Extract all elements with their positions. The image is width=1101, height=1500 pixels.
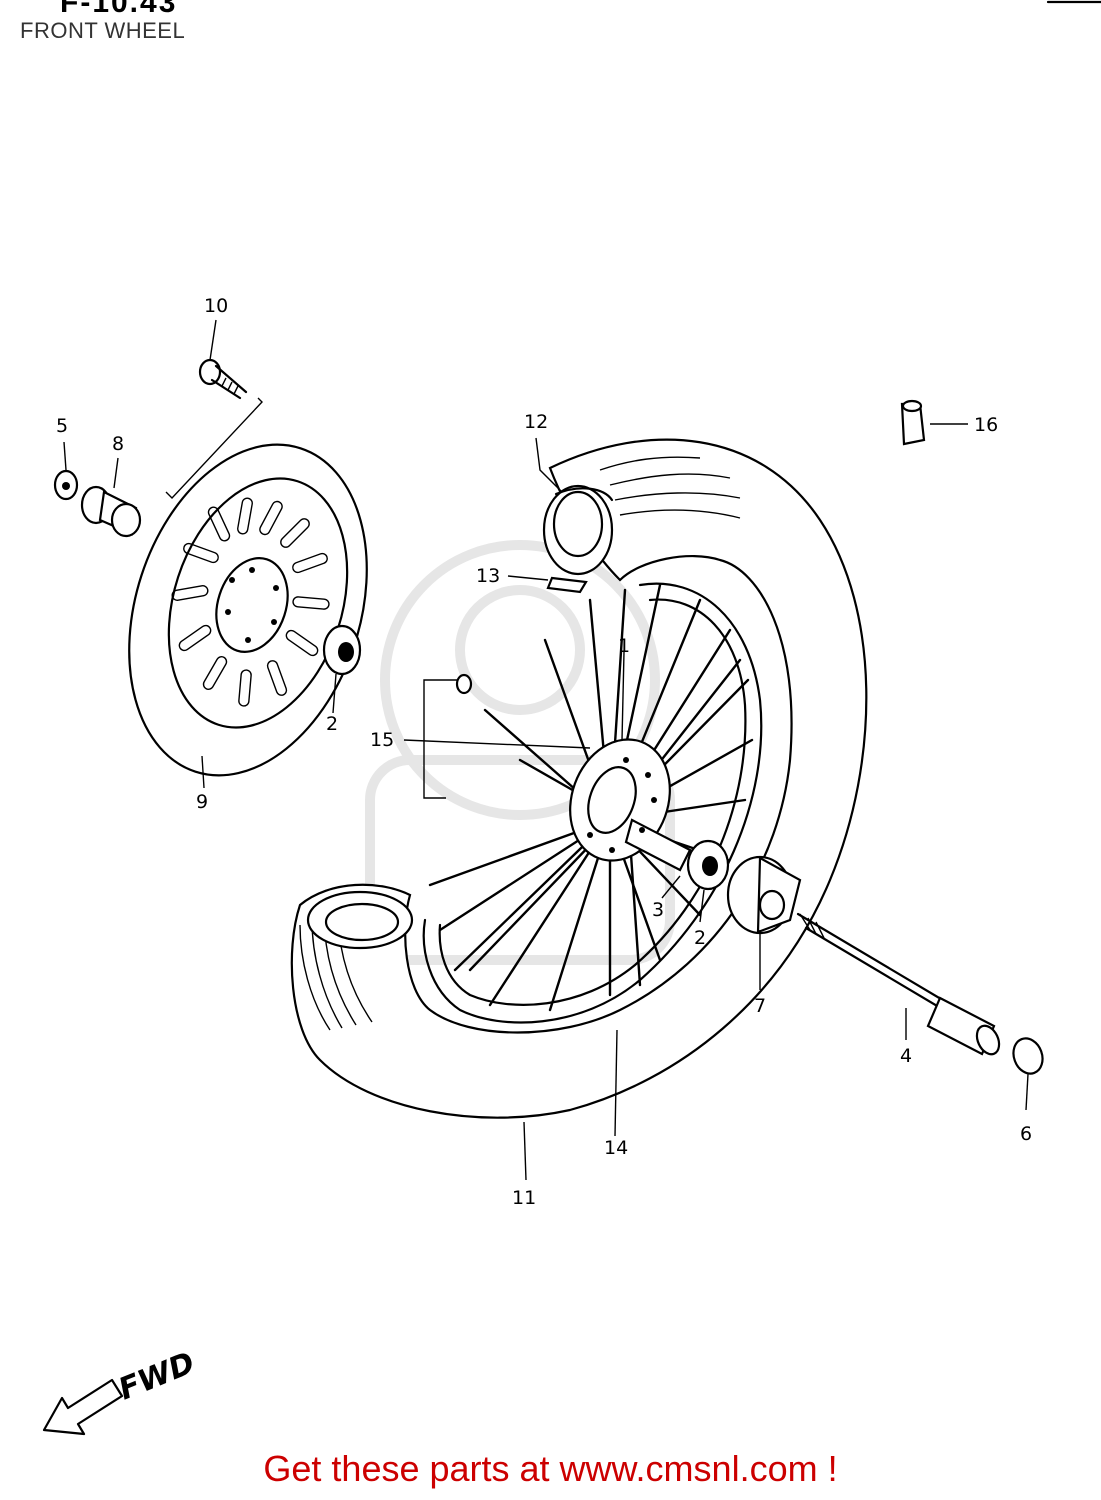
- wheel-hub[interactable]: [554, 725, 692, 874]
- weight-bracket: [423, 679, 458, 799]
- callout-13: 13: [476, 565, 500, 587]
- tire[interactable]: [290, 438, 868, 1119]
- leader-lines: [63, 319, 1029, 1181]
- spacer-part-8[interactable]: [80, 485, 142, 538]
- brake-disc[interactable]: [89, 414, 407, 807]
- callout-10: 10: [204, 295, 228, 317]
- callout-11: 11: [512, 1187, 536, 1209]
- valve-base[interactable]: [546, 576, 588, 594]
- callout-14: 14: [604, 1137, 628, 1159]
- callout-2-left: 2: [326, 713, 338, 735]
- bearing-right[interactable]: [686, 839, 730, 891]
- fwd-arrow-icon: [42, 1378, 124, 1436]
- bearing-left[interactable]: [322, 624, 362, 676]
- page-code-fragment: F-10.43: [60, 0, 178, 19]
- nut-part-5[interactable]: [53, 469, 79, 501]
- callout-7: 7: [754, 995, 766, 1017]
- callout-15: 15: [370, 729, 394, 751]
- callout-3: 3: [652, 899, 664, 921]
- callout-16: 16: [974, 414, 998, 436]
- callout-1: 1: [618, 635, 630, 657]
- bolt-leader-bracket: [165, 397, 263, 500]
- disc-bolt[interactable]: [198, 358, 248, 400]
- footer-link[interactable]: Get these parts at www.cmsnl.com !: [263, 1448, 838, 1489]
- page-title: FRONT WHEEL: [20, 18, 186, 43]
- callout-12: 12: [524, 411, 548, 433]
- callout-6: 6: [1020, 1123, 1032, 1145]
- callout-2-right: 2: [694, 927, 706, 949]
- axle-collar[interactable]: [726, 855, 802, 935]
- axle-cap[interactable]: [1009, 1034, 1048, 1077]
- wheel-rim[interactable]: [422, 582, 763, 1024]
- callout-5: 5: [56, 415, 68, 437]
- fwd-label: FWD: [114, 1346, 200, 1408]
- callout-8: 8: [112, 433, 124, 455]
- callout-9: 9: [196, 791, 208, 813]
- front-axle[interactable]: [796, 912, 1003, 1058]
- valve-cap[interactable]: [900, 399, 926, 446]
- rim-band[interactable]: [542, 484, 614, 576]
- balance-weight[interactable]: [455, 673, 473, 695]
- callout-4: 4: [900, 1045, 912, 1067]
